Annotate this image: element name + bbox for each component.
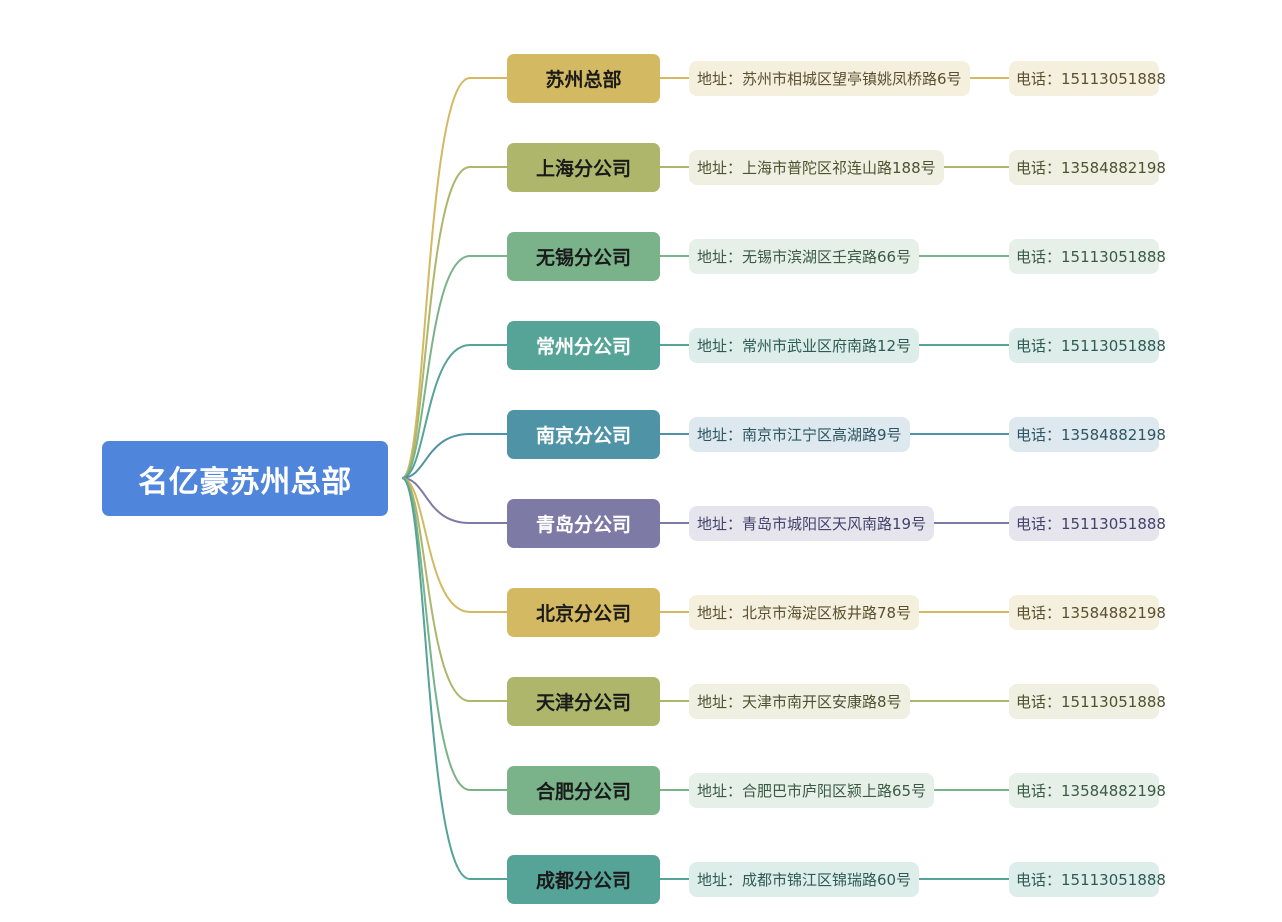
address-node[interactable]: 地址：合肥巴市庐阳区颍上路65号 <box>689 772 935 808</box>
address-node[interactable]: 地址：苏州市相城区望亭镇姚凤桥路6号 <box>689 60 970 96</box>
address-node[interactable]: 地址：北京市海淀区板井路78号 <box>689 594 920 630</box>
root-link-9 <box>401 477 507 880</box>
address-node[interactable]: 地址：上海市普陀区祁连山路188号 <box>689 149 944 185</box>
branch-node[interactable]: 无锡分公司 <box>507 231 660 281</box>
root-link-6 <box>401 477 507 613</box>
address-node[interactable]: 地址：无锡市滨湖区壬宾路66号 <box>689 238 920 274</box>
root-link-1 <box>401 166 507 479</box>
address-node[interactable]: 地址：成都市锦江区锦瑞路60号 <box>689 861 920 897</box>
branch-node[interactable]: 天津分公司 <box>507 676 660 726</box>
branch-node[interactable]: 北京分公司 <box>507 587 660 637</box>
phone-node[interactable]: 电话：13584882198 <box>1009 772 1166 808</box>
address-node[interactable]: 地址：常州市武业区府南路12号 <box>689 327 920 363</box>
phone-node[interactable]: 电话：13584882198 <box>1009 149 1166 185</box>
root-link-8 <box>401 477 507 791</box>
address-node[interactable]: 地址：天津市南开区安康路8号 <box>689 683 910 719</box>
phone-node[interactable]: 电话：13584882198 <box>1009 416 1166 452</box>
phone-node[interactable]: 电话：13584882198 <box>1009 594 1166 630</box>
root-link-5 <box>401 477 507 524</box>
branch-node[interactable]: 成都分公司 <box>507 854 660 904</box>
root-node[interactable]: 名亿豪苏州总部 <box>102 441 388 516</box>
phone-node[interactable]: 电话：15113051888 <box>1009 683 1166 719</box>
root-link-7 <box>401 477 507 702</box>
branch-node[interactable]: 合肥分公司 <box>507 765 660 815</box>
root-link-0 <box>401 77 507 479</box>
phone-node[interactable]: 电话：15113051888 <box>1009 60 1166 96</box>
phone-node[interactable]: 电话：15113051888 <box>1009 238 1166 274</box>
phone-node[interactable]: 电话：15113051888 <box>1009 505 1166 541</box>
phone-node[interactable]: 电话：15113051888 <box>1009 327 1166 363</box>
branch-node[interactable]: 上海分公司 <box>507 142 660 192</box>
branch-node[interactable]: 南京分公司 <box>507 409 660 459</box>
branch-node[interactable]: 苏州总部 <box>507 53 660 103</box>
branch-node[interactable]: 常州分公司 <box>507 320 660 370</box>
root-link-4 <box>401 433 507 479</box>
address-node[interactable]: 地址：青岛市城阳区天风南路19号 <box>689 505 935 541</box>
root-link-2 <box>401 255 507 479</box>
root-link-3 <box>401 344 507 479</box>
branch-node[interactable]: 青岛分公司 <box>507 498 660 548</box>
phone-node[interactable]: 电话：15113051888 <box>1009 861 1166 897</box>
address-node[interactable]: 地址：南京市江宁区高湖路9号 <box>689 416 910 452</box>
